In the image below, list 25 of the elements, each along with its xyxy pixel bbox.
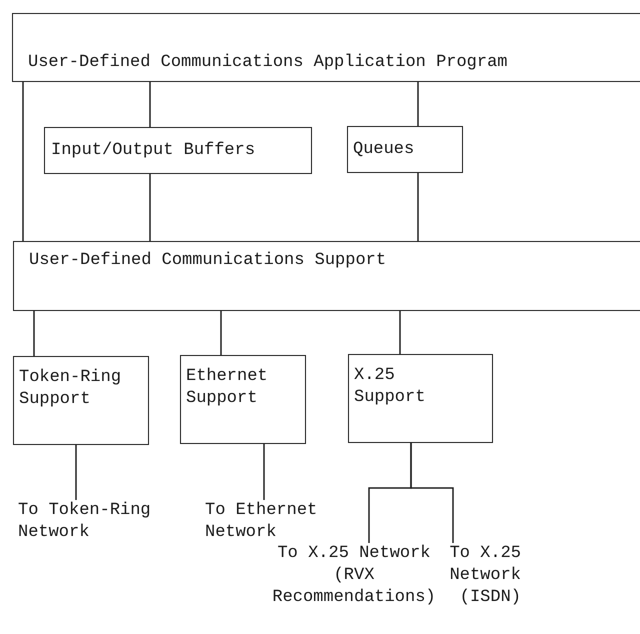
box-label: Input/Output Buffers <box>51 140 256 162</box>
process-box <box>180 355 306 444</box>
connector-line <box>33 311 35 356</box>
process-box <box>13 241 640 311</box>
process-box <box>347 126 463 173</box>
connector-line <box>220 311 222 355</box>
box-label: User-Defined Communications Application Program <box>28 52 508 74</box>
box-label: Queues <box>353 139 416 161</box>
process-box <box>12 13 640 82</box>
box-label: Token-Ring Support <box>19 367 122 411</box>
process-box <box>13 356 149 445</box>
connector-line <box>149 174 151 241</box>
connector-line <box>417 173 419 241</box>
connector-line <box>22 82 24 241</box>
connector-line <box>263 444 265 500</box>
connector-line <box>399 311 401 354</box>
process-box <box>44 127 312 174</box>
connector-line <box>410 443 454 543</box>
box-label: Ethernet Support <box>186 366 269 410</box>
box-label: X.25 Support <box>354 365 426 409</box>
connector-line <box>75 445 77 500</box>
connector-line <box>149 82 151 127</box>
process-box <box>348 354 493 443</box>
connector-line <box>417 82 419 126</box>
box-label: User-Defined Communications Support <box>29 250 388 272</box>
